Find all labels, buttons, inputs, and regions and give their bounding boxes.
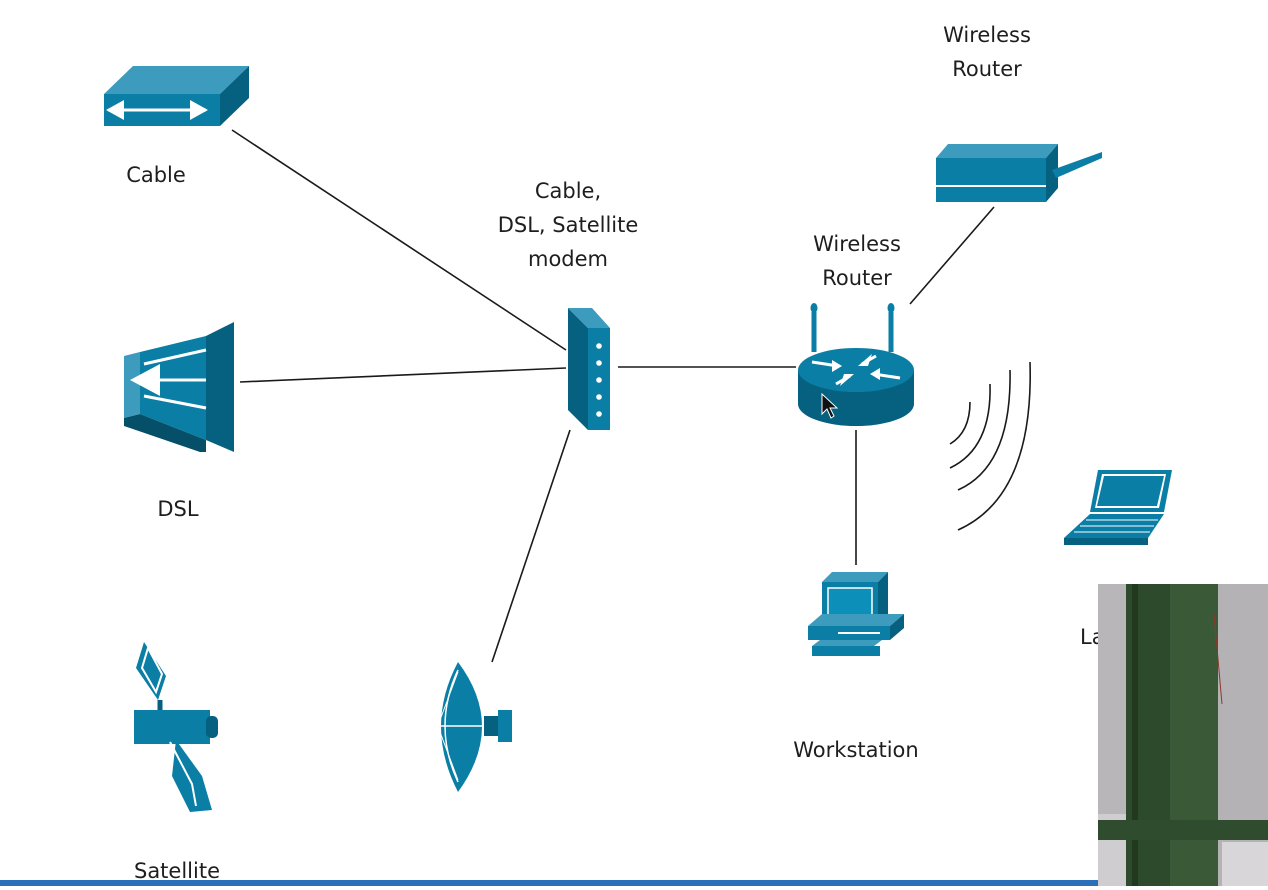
wireless-router-top-label-line-2: Router xyxy=(952,57,1022,81)
workstation-icon xyxy=(808,572,904,656)
modem-label: Cable, DSL, Satellite modem xyxy=(478,174,658,276)
link-cable-modem xyxy=(231,129,567,351)
dsl-splitter-icon xyxy=(124,322,234,452)
dsl-label: DSL xyxy=(157,497,199,521)
connections xyxy=(231,129,995,663)
wireless-router-center-label-line-1: Wireless xyxy=(813,232,901,256)
wireless-signal-icon xyxy=(949,361,1031,531)
satellite-label: Satellite xyxy=(133,859,220,883)
laptop-icon xyxy=(1064,470,1172,545)
satellite-dish-icon xyxy=(430,662,512,792)
wireless-router-icon xyxy=(798,303,914,426)
cable-label: Cable xyxy=(126,163,186,187)
modem-label-line-3: modem xyxy=(527,247,608,271)
modem-label-line-1: Cable, xyxy=(534,179,602,203)
bottom-bar xyxy=(0,880,1268,886)
wireless-router-top-label: Wireless Router xyxy=(926,18,1048,86)
modem-icon xyxy=(568,308,610,430)
wireless-router-center-label-line-2: Router xyxy=(822,266,892,290)
webcam-overlay xyxy=(1098,584,1268,886)
access-point-icon xyxy=(936,144,1102,202)
link-dish-modem xyxy=(491,429,571,663)
wireless-router-top-label-line-1: Wireless xyxy=(943,23,1031,47)
mouse-cursor-icon xyxy=(821,392,839,419)
modem-label-line-2: DSL, Satellite xyxy=(497,213,639,237)
workstation-label: Workstation xyxy=(793,738,919,762)
cable-box-icon xyxy=(104,66,249,126)
link-dsl-modem xyxy=(239,367,567,383)
satellite-icon xyxy=(134,642,218,812)
link-router-accesspoint xyxy=(909,206,995,305)
wireless-router-center-label: Wireless Router xyxy=(796,227,918,295)
webcam-image xyxy=(1098,584,1268,886)
